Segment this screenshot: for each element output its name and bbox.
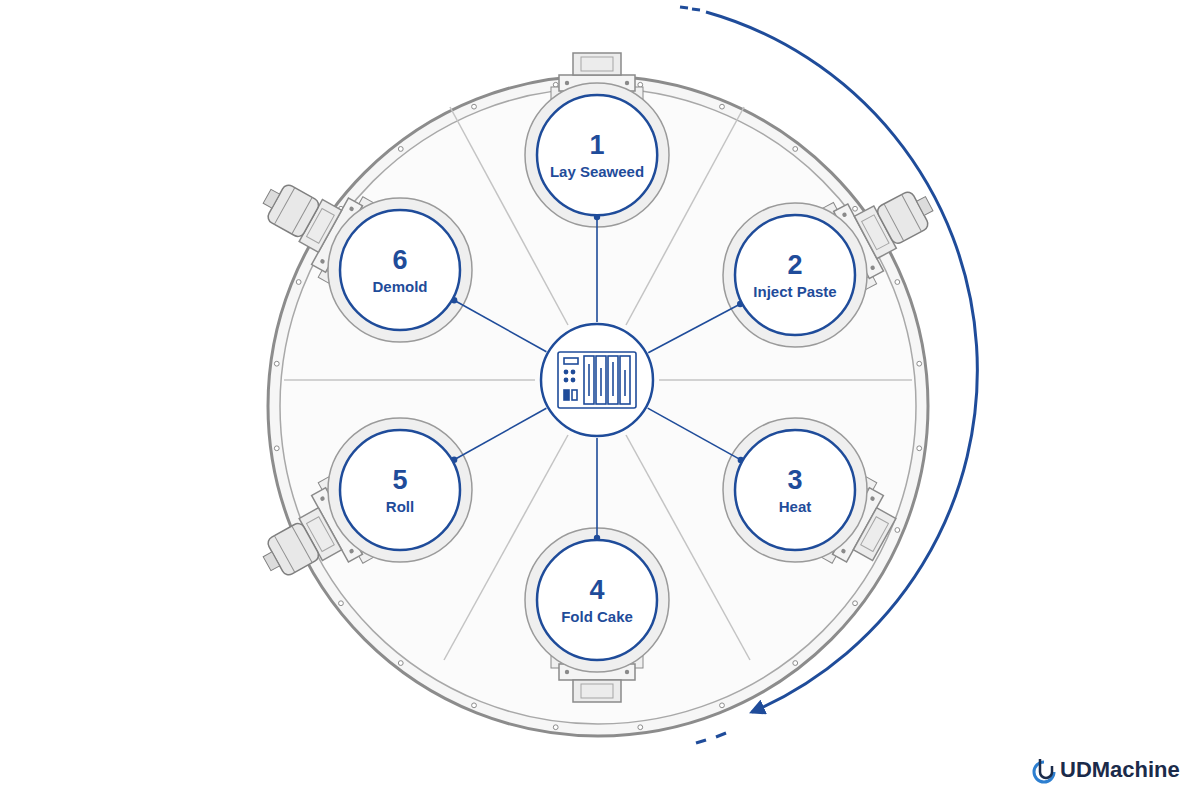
control-link (454, 300, 546, 351)
station-number: 2 (787, 250, 802, 281)
logo-text: UDMachine (1060, 757, 1180, 783)
control-link (648, 408, 741, 460)
station-label: Inject Paste (753, 283, 836, 300)
station-circle: 3Heat (733, 428, 857, 552)
controller-hub (539, 322, 655, 438)
station-label: Roll (386, 498, 414, 515)
station-seats (328, 83, 867, 672)
station-number: 6 (392, 245, 407, 276)
station-number: 3 (787, 465, 802, 496)
control-link (648, 304, 740, 353)
rotation-arrow (680, 7, 977, 743)
control-link (596, 438, 598, 538)
hub-ground (539, 322, 655, 438)
turntable-rim (268, 76, 928, 736)
rim-bolts (274, 82, 921, 729)
station-clamps (257, 53, 939, 702)
station-circle: 5Roll (338, 428, 462, 552)
station-number: 5 (392, 465, 407, 496)
logo-icon (1034, 759, 1054, 782)
station-circle: 6Demold (338, 208, 462, 332)
station-label: Fold Cake (561, 608, 633, 625)
station-label: Demold (372, 278, 427, 295)
station-number: 4 (589, 575, 604, 606)
circle-outline (539, 322, 655, 438)
station-label: Lay Seaweed (550, 163, 644, 180)
station-label: Heat (779, 498, 812, 515)
station-circle: 1Lay Seaweed (535, 93, 659, 217)
station-circle: 4Fold Cake (535, 538, 659, 662)
station-number: 1 (589, 130, 604, 161)
plc-icon (558, 352, 636, 408)
control-link (596, 217, 598, 322)
turntable-plate (280, 88, 916, 724)
station-circle: 2Inject Paste (733, 213, 857, 337)
control-link (454, 408, 546, 459)
